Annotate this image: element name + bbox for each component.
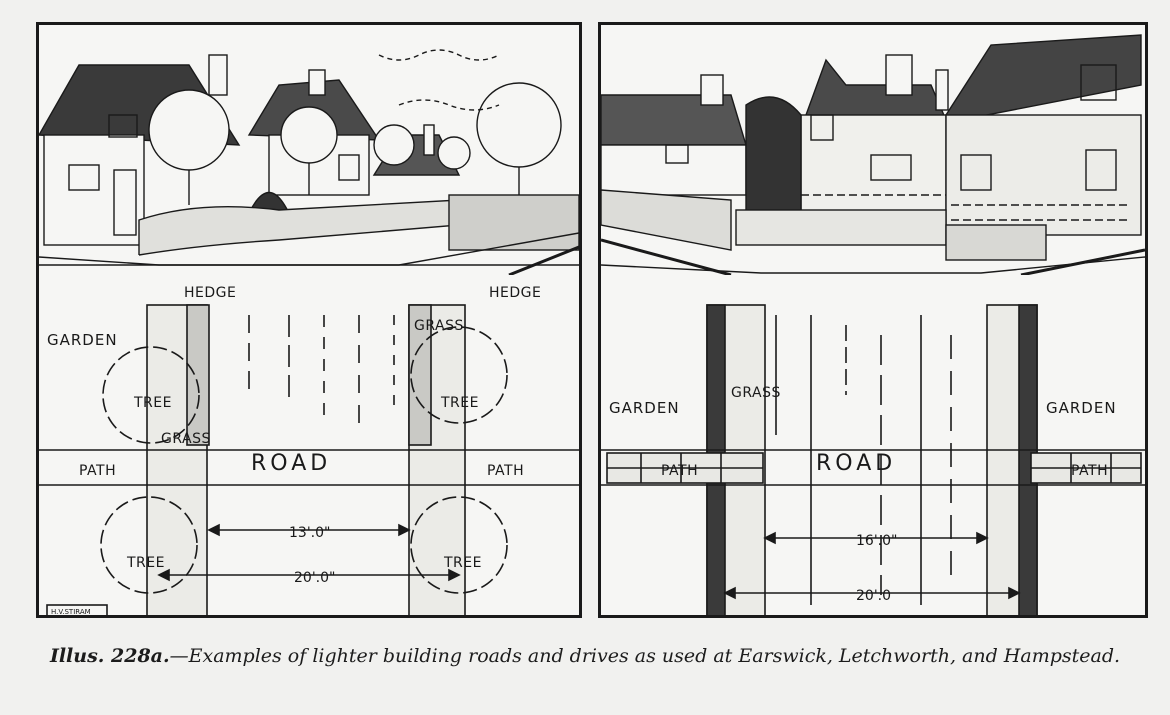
hedge-label-right: HEDGE — [489, 285, 541, 301]
tree-label-2: TREE — [440, 395, 479, 411]
artist-signature: H.V.STIRAM — [51, 608, 91, 616]
hedge-label-left: HEDGE — [184, 285, 236, 301]
right-road-plan: GARDEN GARDEN GRASS ROAD PATH PATH 16'.0… — [601, 304, 1145, 615]
right-illustration-panel: GARDEN GARDEN GRASS ROAD PATH PATH 16'.0… — [598, 22, 1148, 618]
grass-label-left: GRASS — [161, 431, 211, 447]
right-village-sketch — [601, 34, 1145, 275]
figure-caption: Illus. 228a.—Examples of lighter buildin… — [30, 644, 1140, 669]
grass-label-top: GRASS — [414, 318, 464, 334]
road-width-dimension: 13'.0" — [289, 525, 330, 541]
caption-lead: Illus. 228a. — [49, 645, 170, 667]
garden-label: GARDEN — [47, 331, 118, 349]
tree-label-1: TREE — [133, 395, 172, 411]
road-label: ROAD — [251, 451, 331, 476]
left-road-plan: HEDGE HEDGE GARDEN GRASS GRASS TREE TREE… — [39, 285, 579, 616]
caption-text: —Examples of lighter building roads and … — [169, 645, 1121, 667]
path-label-left: PATH — [79, 463, 116, 479]
path-label-right: PATH — [1071, 463, 1108, 479]
road-label: ROAD — [816, 451, 896, 476]
tree-label-3: TREE — [126, 555, 165, 571]
left-illustration-panel: HEDGE HEDGE GARDEN GRASS GRASS TREE TREE… — [36, 22, 582, 618]
garden-label-right: GARDEN — [1046, 399, 1117, 417]
road-width-dimension: 16'.0" — [856, 533, 897, 549]
grass-label: GRASS — [731, 385, 781, 401]
garden-label-left: GARDEN — [609, 399, 680, 417]
total-width-dimension: 20'.0 — [856, 588, 891, 604]
path-label-left: PATH — [661, 463, 698, 479]
left-village-sketch — [39, 49, 579, 275]
total-width-dimension: 20'.0" — [294, 570, 335, 586]
tree-label-4: TREE — [443, 555, 482, 571]
path-label-right: PATH — [487, 463, 524, 479]
